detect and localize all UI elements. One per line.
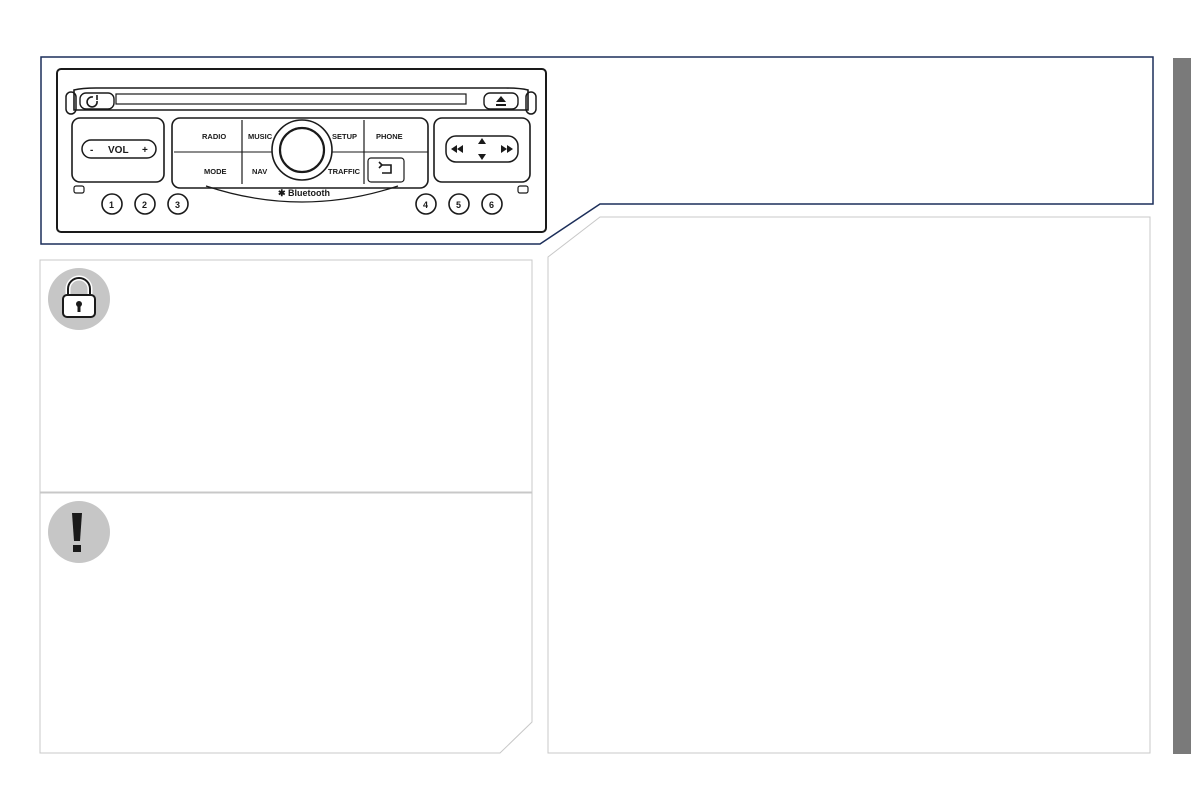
power-button[interactable]: [79, 92, 115, 110]
exclamation-icon: [72, 513, 82, 552]
power-icon: [86, 95, 98, 108]
vol-label: VOL: [108, 145, 129, 156]
left-upper-panel: [39, 259, 533, 493]
left-lower-panel: [39, 492, 533, 754]
selector-knob[interactable]: [278, 126, 326, 174]
seek-back-icon: [451, 145, 463, 153]
preset-button-2[interactable]: 2: [134, 193, 156, 215]
eject-icon: [496, 96, 506, 106]
nav-button[interactable]: NAV: [252, 167, 267, 176]
back-button[interactable]: [367, 157, 405, 183]
vol-minus: -: [90, 145, 93, 156]
bluetooth-label: Bluetooth: [288, 188, 330, 198]
setup-button[interactable]: SETUP: [332, 132, 357, 141]
preset-button-1[interactable]: 1: [101, 193, 123, 215]
radio-head-unit: - VOL + RADIO MUSIC SETUP PHONE MODE NAV…: [56, 68, 547, 233]
preset-label: 2: [142, 200, 147, 210]
preset-button-3[interactable]: 3: [167, 193, 189, 215]
back-arrow-icon: [378, 161, 392, 174]
phone-button[interactable]: PHONE: [376, 132, 403, 141]
side-tab: [1173, 58, 1191, 754]
radio-button[interactable]: RADIO: [202, 132, 226, 141]
vol-plus: +: [142, 145, 148, 156]
seek-pad[interactable]: [445, 135, 519, 163]
music-button[interactable]: MUSIC: [248, 132, 273, 141]
traffic-button[interactable]: TRAFFIC: [328, 167, 361, 176]
preset-button-5[interactable]: 5: [448, 193, 470, 215]
arrow-down-icon: [478, 154, 486, 160]
lock-icon-badge: [48, 268, 110, 330]
header-frame: [40, 56, 1154, 245]
arrow-up-icon: [478, 138, 486, 144]
preset-label: 4: [423, 200, 428, 210]
bluetooth-icon: ✱: [278, 188, 286, 198]
preset-button-4[interactable]: 4: [415, 193, 437, 215]
volume-rocker[interactable]: [81, 139, 157, 159]
preset-label: 5: [456, 200, 461, 210]
lock-icon: [62, 275, 96, 318]
preset-label: 3: [175, 200, 180, 210]
preset-button-6[interactable]: 6: [481, 193, 503, 215]
preset-label: 1: [109, 200, 114, 210]
warning-icon-badge: [48, 501, 110, 563]
eject-button[interactable]: [483, 92, 519, 110]
mode-button[interactable]: MODE: [204, 167, 227, 176]
right-panel: [547, 216, 1151, 754]
seek-forward-icon: [501, 145, 513, 153]
preset-label: 6: [489, 200, 494, 210]
